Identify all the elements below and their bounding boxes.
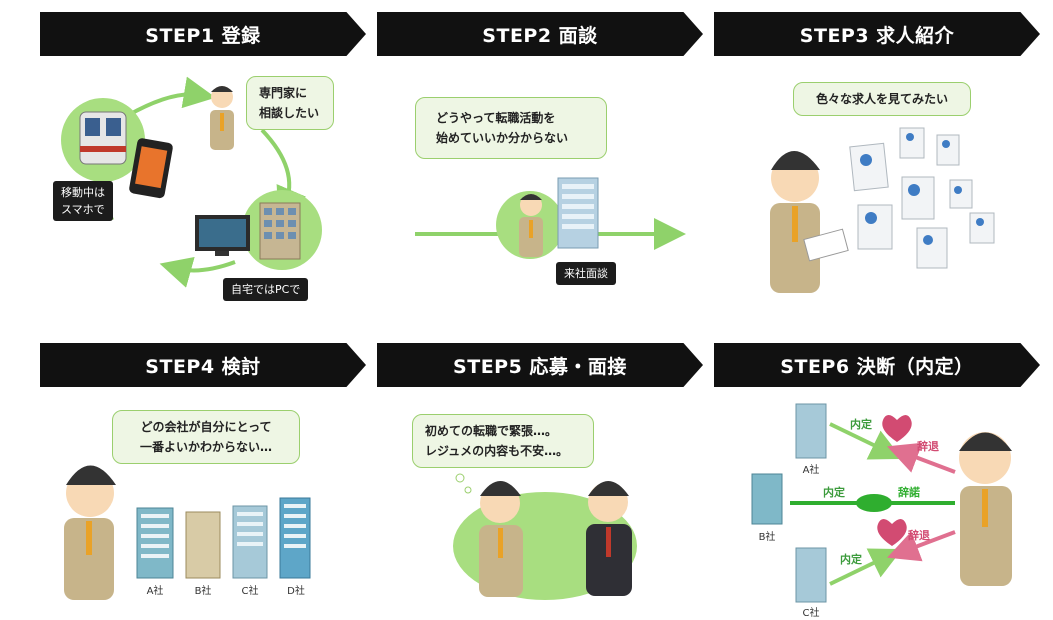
company-a-label: A社 [146, 586, 164, 597]
step2-header: STEP2 面談 [377, 12, 703, 56]
step1-speech-bubble: 専門家に 相談したい [246, 76, 334, 130]
step3-speech-bubble: 色々な求人を見てみたい [793, 82, 971, 116]
offer-label-a: 内定 [850, 418, 872, 431]
handshake-icon [856, 494, 892, 512]
step1-header: STEP1 登録 [40, 12, 366, 56]
mobile-label: 移動中は スマホで [53, 181, 113, 221]
broken-heart-icon-a [882, 415, 912, 442]
visit-interview-label: 来社面談 [556, 262, 616, 285]
decline-label-a: 辞退 [917, 440, 939, 453]
step6-header: STEP6 決断（内定） [714, 343, 1040, 387]
broken-heart-icon-c [877, 519, 907, 546]
company-b-label: B社 [194, 586, 212, 597]
step6-company-a-label: A社 [802, 465, 820, 476]
step6-company-b-label: B社 [758, 532, 776, 543]
offer-label-b: 内定 [823, 486, 845, 499]
home-pc-label: 自宅ではPCで [223, 278, 309, 301]
accept-label-b: 辞諾 [898, 486, 920, 499]
company-c-label: C社 [241, 586, 259, 597]
step5-speech-bubble: 初めての転職で緊張…。 レジュメの内容も不安…。 [412, 414, 594, 468]
step4-speech-bubble: どの会社が自分にとって 一番よいかわからない… [112, 410, 300, 464]
decline-label-c: 辞退 [908, 529, 930, 542]
step4-header: STEP4 検討 [40, 343, 366, 387]
step6-company-c-label: C社 [802, 608, 820, 619]
company-d-label: D社 [287, 586, 305, 597]
step2-speech-bubble: どうやって転職活動を 始めていいか分からない [415, 97, 607, 159]
step5-header: STEP5 応募・面接 [377, 343, 703, 387]
step3-header: STEP3 求人紹介 [714, 12, 1040, 56]
offer-label-c: 内定 [840, 553, 862, 566]
